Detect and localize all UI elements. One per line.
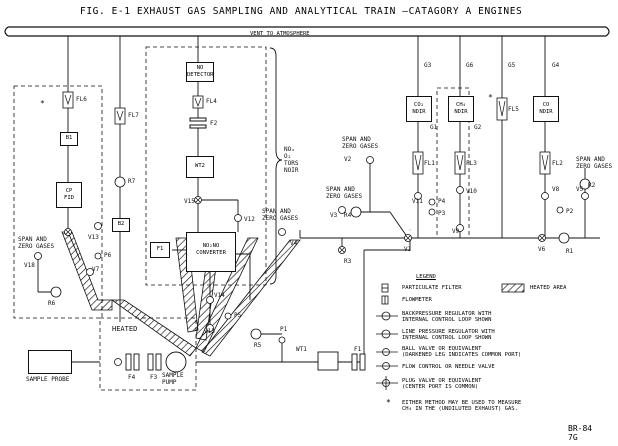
f2-label: F2	[210, 120, 218, 127]
g2-label: G2	[474, 124, 482, 131]
v8-label: V8	[552, 186, 560, 193]
v18-label: V18	[24, 262, 35, 269]
f1-box: F1	[150, 242, 170, 258]
v13-label: V13	[204, 328, 215, 335]
fl2-label: FL2	[552, 160, 563, 167]
r5-label: R5	[254, 342, 262, 349]
legend-heated: HEATED AREA	[530, 285, 567, 291]
figure-title: FIG. E-1 EXHAUST GAS SAMPLING AND ANALYT…	[80, 6, 523, 17]
v15-label: V15	[184, 198, 195, 205]
p2-label: P2	[566, 208, 574, 215]
g4-label: G4	[552, 62, 560, 69]
sample-probe	[28, 350, 72, 374]
f1-right-label: F1	[354, 346, 362, 353]
legend-backpressure: BACKPRESSURE REGULATOR WITH INTERNAL CON…	[402, 311, 492, 323]
legend-plug-valve: PLUG VALVE OR EQUIVALENT (CENTER PORT IS…	[402, 378, 482, 390]
fl1-label: FL1	[424, 160, 435, 167]
wt2-box: WT2	[186, 156, 214, 178]
sample-pump-label: SAMPLE PUMP	[162, 372, 184, 386]
p3-label: P3	[438, 210, 446, 217]
v5-label: V5	[576, 186, 584, 193]
v4-label: V4	[290, 240, 298, 247]
v16-label: V13	[88, 234, 99, 241]
no-detector: NO DETECTOR	[186, 62, 214, 82]
span-zero-1: SPAN AND ZERO GASES	[18, 236, 55, 250]
heated-label: HEATED	[112, 325, 138, 333]
legend-heading: LEGEND	[416, 274, 436, 280]
f4-label: F4	[128, 374, 136, 381]
valve-symbols	[34, 156, 589, 368]
wt1-label: WT1	[296, 346, 307, 353]
b1-box: B1	[60, 132, 78, 146]
brace-label: NOₓ O₂ TORS NOIR	[284, 146, 299, 174]
v1-label: V1	[404, 246, 412, 253]
v9-label: V9	[452, 228, 460, 235]
fl3-label: FL3	[466, 160, 477, 167]
b2-box: B2	[112, 218, 130, 232]
vent-label: VENT TO ATMOSPHERE	[250, 31, 310, 37]
span-zero-3: SPAN AND ZERO GASES	[326, 186, 363, 200]
drawing-stamp: BR-84 7G	[568, 424, 593, 442]
r7-label: R7	[128, 178, 136, 185]
v6-label: V6	[538, 246, 546, 253]
ch4-analyzer: CH₄ NDIR	[448, 96, 474, 122]
r3-label: R3	[344, 258, 352, 265]
g5-label: G5	[508, 62, 516, 69]
r2-label: R2	[588, 182, 596, 189]
span-zero-2: SPAN AND ZERO GASES	[262, 208, 299, 222]
p4-label: P4	[438, 198, 446, 205]
v3-label: V3	[330, 212, 338, 219]
legend-filter: PARTICULATE FILTER	[402, 285, 462, 291]
fl6-label: FL6	[76, 96, 87, 103]
legend-flow-control: FLOW CONTROL OR NEEDLE VALVE	[402, 364, 495, 370]
v10-label: V10	[466, 188, 477, 195]
fid-analyzer: CP FID	[56, 182, 82, 208]
v14-label: V14	[214, 292, 225, 299]
p5-label: P5	[234, 312, 242, 319]
co2-analyzer: CO₂ NDIR	[406, 96, 432, 122]
v12-label: V12	[244, 216, 255, 223]
legend-line-pressure: LINE PRESSURE REGULATOR WITH INTERNAL CO…	[402, 329, 495, 341]
co-analyzer: CO NDIR	[533, 96, 559, 122]
legend-note: EITHER METHOD MAY BE USED TO MEASURE CH₄…	[402, 400, 522, 412]
legend-flowmeter: FLOWMETER	[402, 297, 432, 303]
v2-label: V2	[344, 156, 352, 163]
star-note-2: *	[488, 93, 493, 102]
p1-label: P1	[280, 326, 288, 333]
f3-label: F3	[150, 374, 158, 381]
fl4-label: FL4	[206, 98, 217, 105]
r1-label: R1	[566, 248, 574, 255]
converter-box: NO₂NO CONVERTER	[186, 232, 236, 272]
span-zero-5: SPAN AND ZERO GASES	[576, 156, 613, 170]
legend-note-star: *	[386, 398, 391, 407]
fl5-label: FL5	[508, 106, 519, 113]
g1-label: G1	[430, 124, 438, 131]
v7-label: V7	[92, 266, 100, 273]
r4-label: R4	[344, 212, 352, 219]
legend-ball-valve: BALL VALVE OR EQUIVALENT (DARKENED LEG I…	[402, 346, 522, 358]
sample-probe-label: SAMPLE PROBE	[26, 376, 70, 383]
g6-label: G6	[466, 62, 474, 69]
g3-label: G3	[424, 62, 432, 69]
p6-label: P6	[104, 252, 112, 259]
star-note-1: *	[40, 99, 45, 108]
span-zero-4: SPAN AND ZERO GASES	[342, 136, 379, 150]
fl7-label: FL7	[128, 112, 139, 119]
v11-label: V11	[412, 198, 423, 205]
r6-label: R6	[48, 300, 56, 307]
